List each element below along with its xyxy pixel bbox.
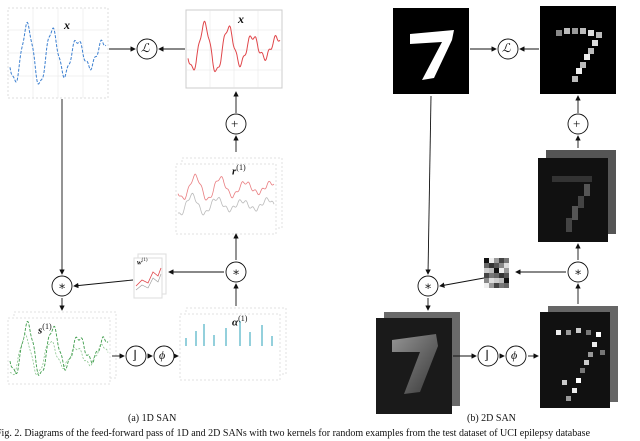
loss-node-right (497, 38, 519, 60)
label-alpha: α(1) (232, 314, 248, 329)
similarity-plot (7, 311, 117, 385)
left-arrows (59, 46, 239, 359)
conv-node-right-1 (417, 275, 439, 297)
input-image (393, 8, 469, 94)
output-signal-line (187, 20, 281, 73)
label-s: s(1) (38, 322, 52, 337)
output-signal-plot (185, 9, 283, 89)
extrema-symbol-left: ⌋ (132, 348, 137, 362)
conv-symbol-right-1: ∗ (424, 279, 433, 293)
activation-plot (179, 307, 287, 381)
loss-symbol-left: ℒ (141, 41, 150, 55)
label-r: r(1) (232, 163, 246, 178)
extrema-symbol-right: ⌋ (484, 348, 489, 362)
input-signal-line (9, 21, 107, 85)
output-image (540, 6, 616, 94)
loss-symbol-right: ℒ (502, 41, 511, 55)
loss-node-left (136, 38, 158, 60)
plus-symbol-left: + (231, 116, 239, 131)
conv-node-left-2 (225, 261, 247, 283)
extrema-node-left (125, 345, 147, 367)
reconstruction-image (538, 150, 616, 242)
reconstruction-plot (175, 157, 283, 235)
similarity-image (376, 312, 460, 414)
conv-symbol-left-2: ∗ (232, 265, 241, 279)
plus-node-left (225, 113, 247, 135)
right-arrows (425, 46, 581, 359)
caption-right: (b) 2D SAN (467, 413, 516, 424)
kernel-image (484, 258, 509, 288)
plus-symbol-right: + (573, 116, 581, 131)
phi-node-right (505, 345, 527, 367)
extrema-node-right (477, 345, 499, 367)
conv-node-left-1 (51, 275, 73, 297)
phi-symbol-right: ϕ (511, 348, 518, 362)
phi-symbol-left: ϕ (159, 348, 166, 362)
activation-image (540, 306, 618, 408)
kernel-plot (133, 253, 167, 299)
label-x-output: x (238, 12, 244, 26)
caption-left: (a) 1D SAN (128, 413, 177, 424)
conv-node-right-2 (567, 261, 589, 283)
figure-caption: Fig. 2. Diagrams of the feed-forward pas… (0, 428, 591, 439)
input-signal-plot (7, 7, 109, 99)
label-x-input: x (64, 18, 70, 32)
conv-symbol-right-2: ∗ (574, 265, 583, 279)
conv-symbol-left-1: ∗ (58, 279, 67, 293)
plus-node-right (567, 113, 589, 135)
label-w: w(1) (137, 258, 148, 267)
